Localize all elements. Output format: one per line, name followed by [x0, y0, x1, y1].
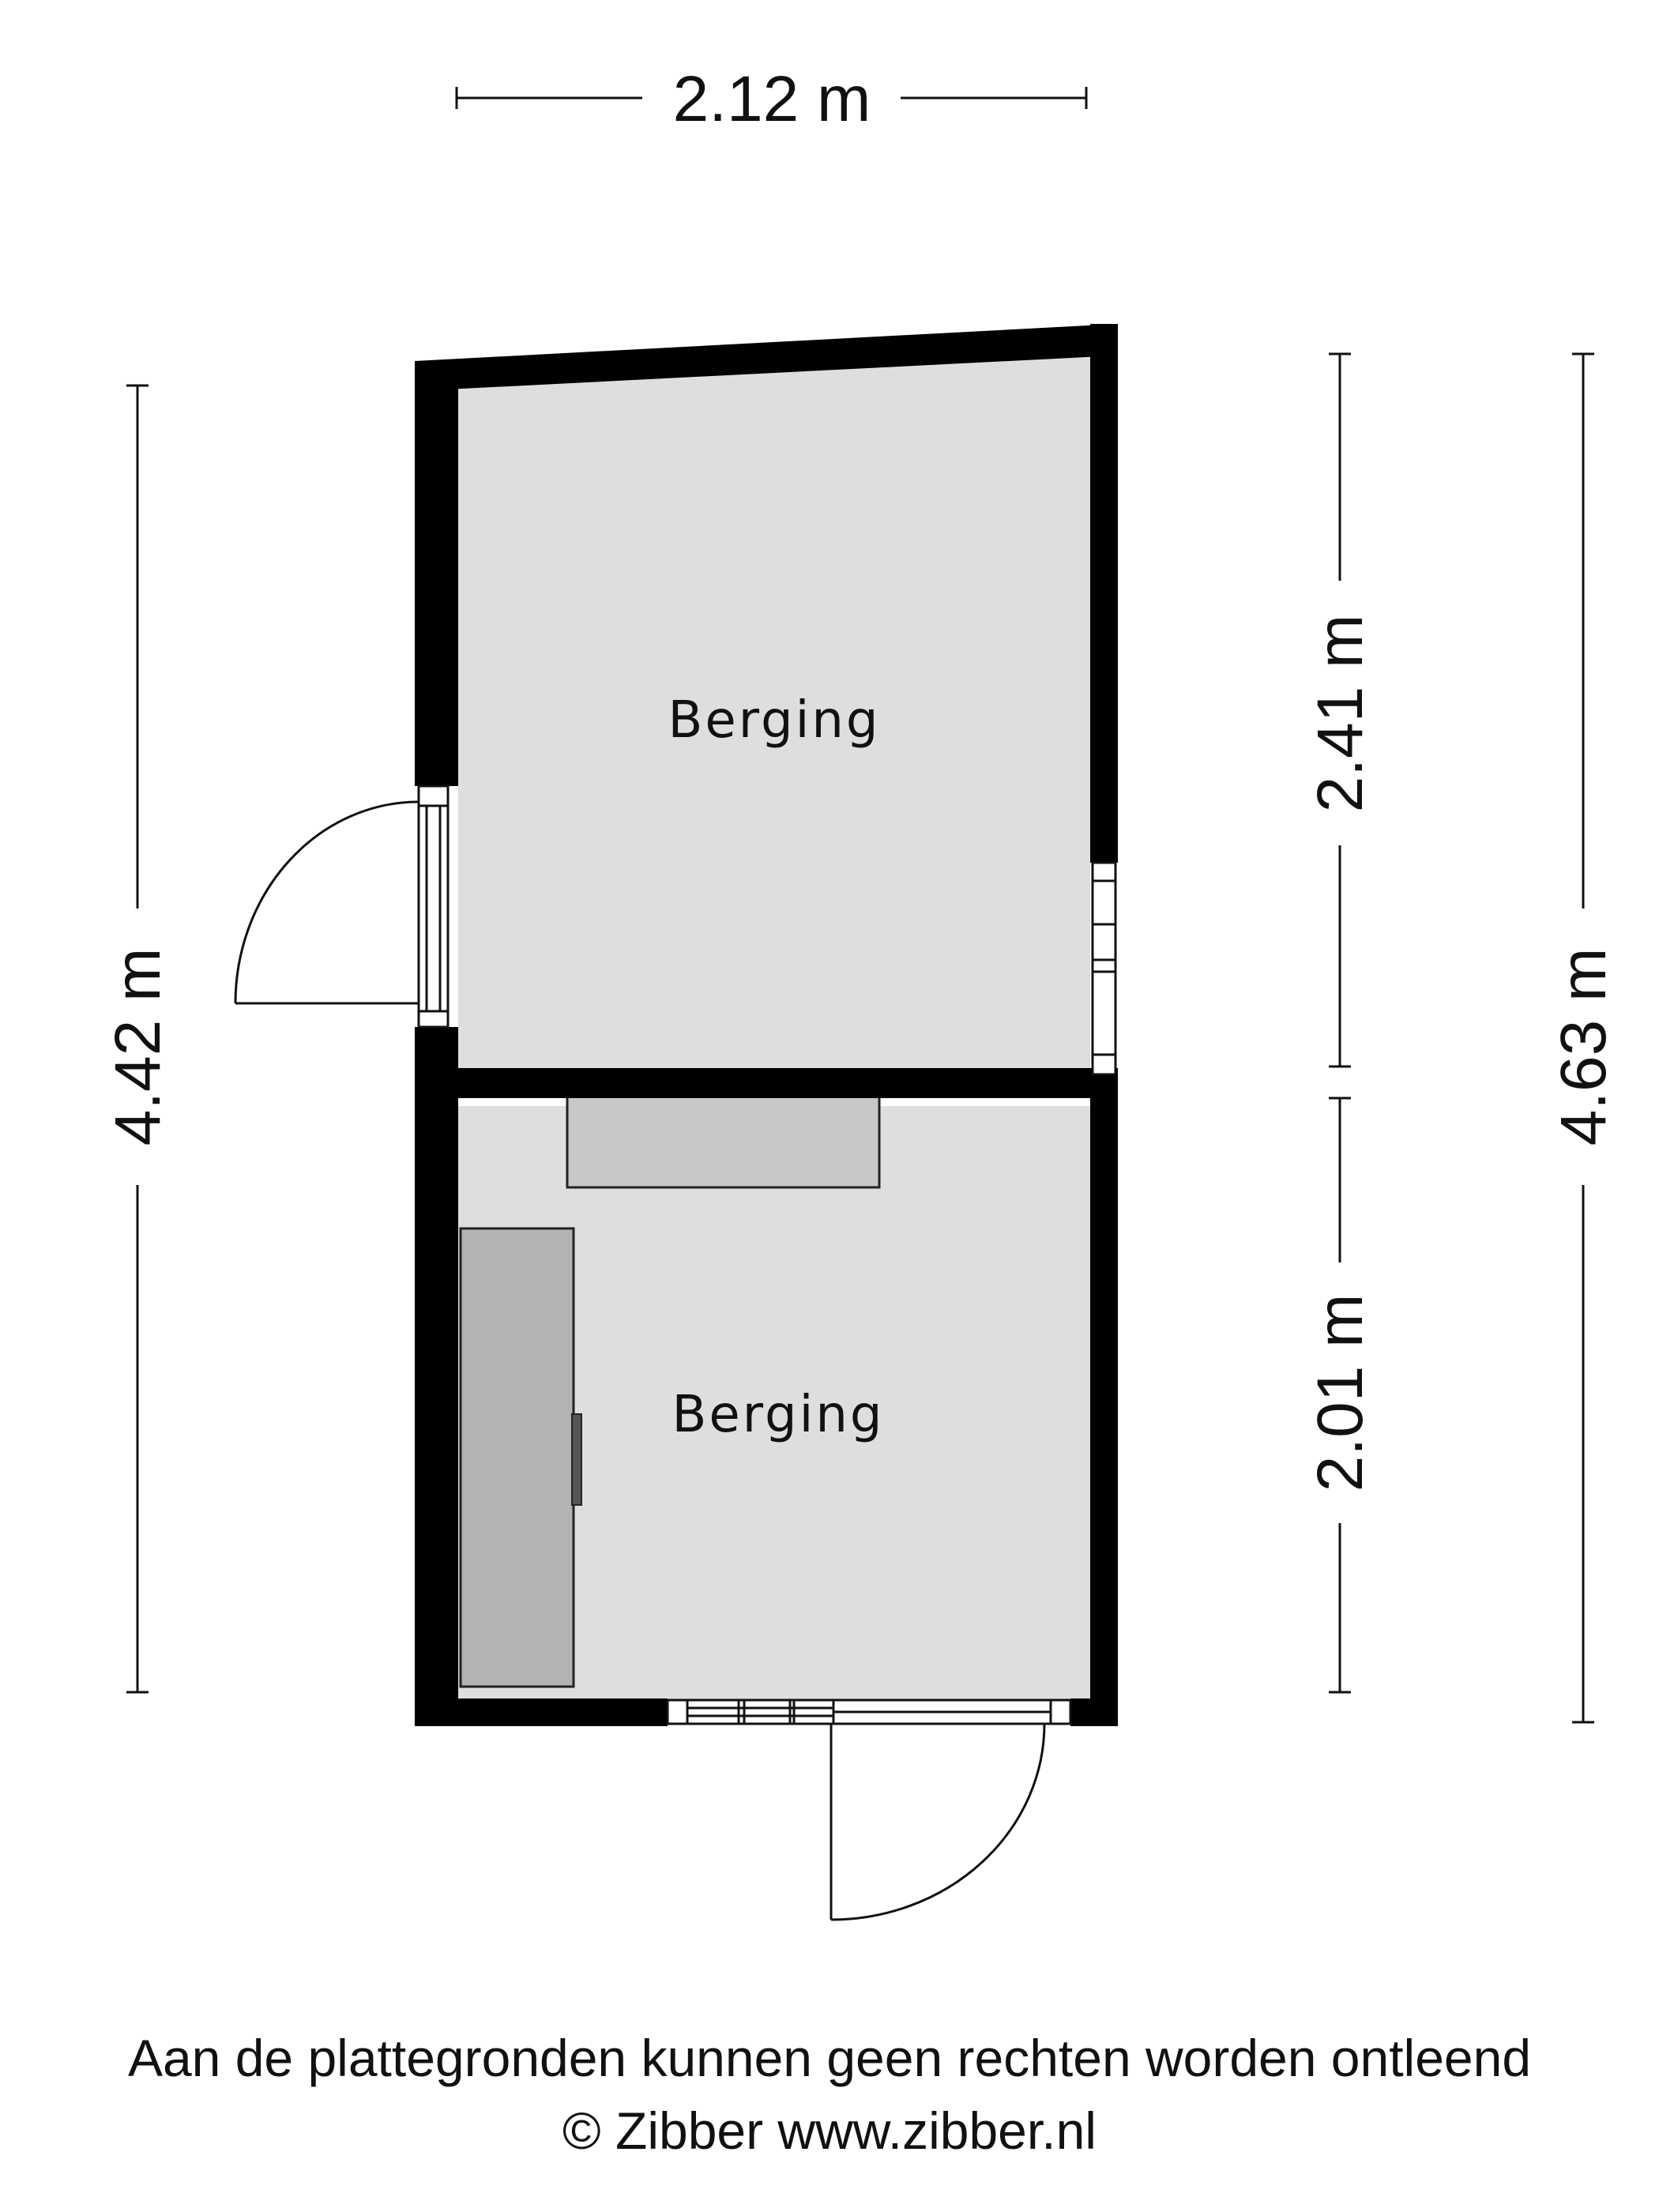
- kitchen-counter: [566, 1095, 881, 1189]
- wall-left-upper: [415, 361, 458, 786]
- dimension-height-far-right: 4.63 m: [1548, 948, 1620, 1146]
- walls: [415, 324, 1118, 1726]
- wall-partition: [415, 1068, 1118, 1098]
- wall-top: [415, 324, 1118, 391]
- cabinet-unit: [459, 1227, 575, 1688]
- room-label-lower: Berging: [672, 1386, 884, 1444]
- dimension-height-lower-right: 2.01 m: [1304, 1294, 1376, 1492]
- floor-upper-room: [458, 352, 1090, 1082]
- dimension-width-top: 2.12 m: [673, 63, 871, 135]
- footer-copyright: © Zibber www.zibber.nl: [562, 2101, 1097, 2160]
- wall-bottom-left: [415, 1698, 668, 1726]
- door-left: [234, 784, 450, 1029]
- wall-right-upper: [1090, 324, 1118, 863]
- window-bottom: [666, 1698, 1072, 1725]
- dimension-height-upper-right: 2.41 m: [1304, 615, 1376, 813]
- wall-right-lower: [1090, 1074, 1118, 1726]
- room-label-upper: Berging: [668, 691, 880, 750]
- wall-bottom-right: [1070, 1698, 1118, 1726]
- dimension-lines: [126, 87, 1594, 1724]
- cabinet-handle: [571, 1413, 582, 1506]
- footer-disclaimer: Aan de plattegronden kunnen geen rechten…: [127, 2029, 1532, 2087]
- door-bottom: [830, 1723, 1046, 1921]
- dimension-height-left: 4.42 m: [102, 948, 174, 1146]
- window-right: [1091, 861, 1117, 1076]
- wall-left-lower: [415, 1027, 458, 1726]
